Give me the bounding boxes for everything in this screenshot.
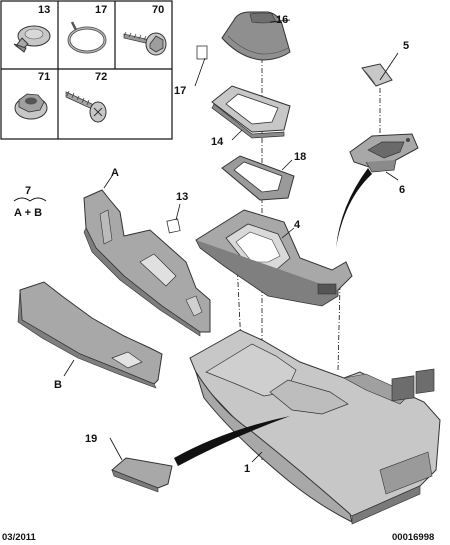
callout-17: 17 [174,85,186,97]
cover-19-part [111,457,173,493]
leader-18 [281,159,293,171]
flange-nut-71-icon [14,93,48,120]
side-panel-b-part [17,281,163,389]
leader-13 [175,203,181,221]
callout-b: B [54,379,62,391]
console-cover-4-part [195,209,353,307]
grid-label-70: 70 [152,4,164,16]
side-panel-a-part [83,189,211,337]
grid-label-72: 72 [95,71,107,83]
footer-reference: 00016998 [392,532,434,543]
leader-19-to-1 [174,416,290,466]
grid-label-71: 71 [38,71,50,83]
screw-washer-70-icon [123,31,167,56]
callout-7-sub: A + B [14,207,42,219]
callout-18: 18 [294,151,306,163]
leader-16 [269,19,291,23]
callout-a: A [111,167,119,179]
leader-4 [281,227,295,239]
small-parts-grid: 13 17 70 71 72 [0,0,173,140]
push-clip-13-icon [13,25,51,53]
leader-b [63,359,75,377]
gaiter-16-part [221,11,291,61]
callout-16: 16 [276,14,288,26]
grid-label-17: 17 [95,4,107,16]
leader-17 [194,57,206,87]
shim-5-part [361,63,393,87]
assembly-axis-4 [236,261,242,346]
brace-7 [13,197,47,202]
leader-6 [385,171,399,181]
callout-13: 13 [176,191,188,203]
leader-1 [251,451,263,463]
gasket-18-part [221,155,295,201]
callout-1: 1 [244,463,250,475]
leader-19 [109,437,123,461]
callout-19: 19 [85,433,97,445]
assembly-axis-4b [337,284,341,371]
leader-6-to-4 [336,168,372,248]
clip-13-part [166,218,181,234]
wire-clip-17-icon [67,21,107,54]
leader-5 [379,52,399,81]
callout-14: 14 [211,136,224,148]
callout-6: 6 [399,184,405,196]
leader-14 [231,129,243,141]
callout-5: 5 [403,40,409,52]
callout-4: 4 [294,219,301,231]
callout-7: 7 [25,185,31,197]
console-body-1-part [189,329,441,525]
leader-a [103,175,113,189]
screw-72-icon [65,90,107,123]
insert-6-part [349,133,419,173]
footer-date: 03/2011 [2,532,37,543]
trim-frame-14-part [211,85,291,139]
grid-label-13: 13 [38,4,50,16]
clip-17-part [196,45,208,60]
